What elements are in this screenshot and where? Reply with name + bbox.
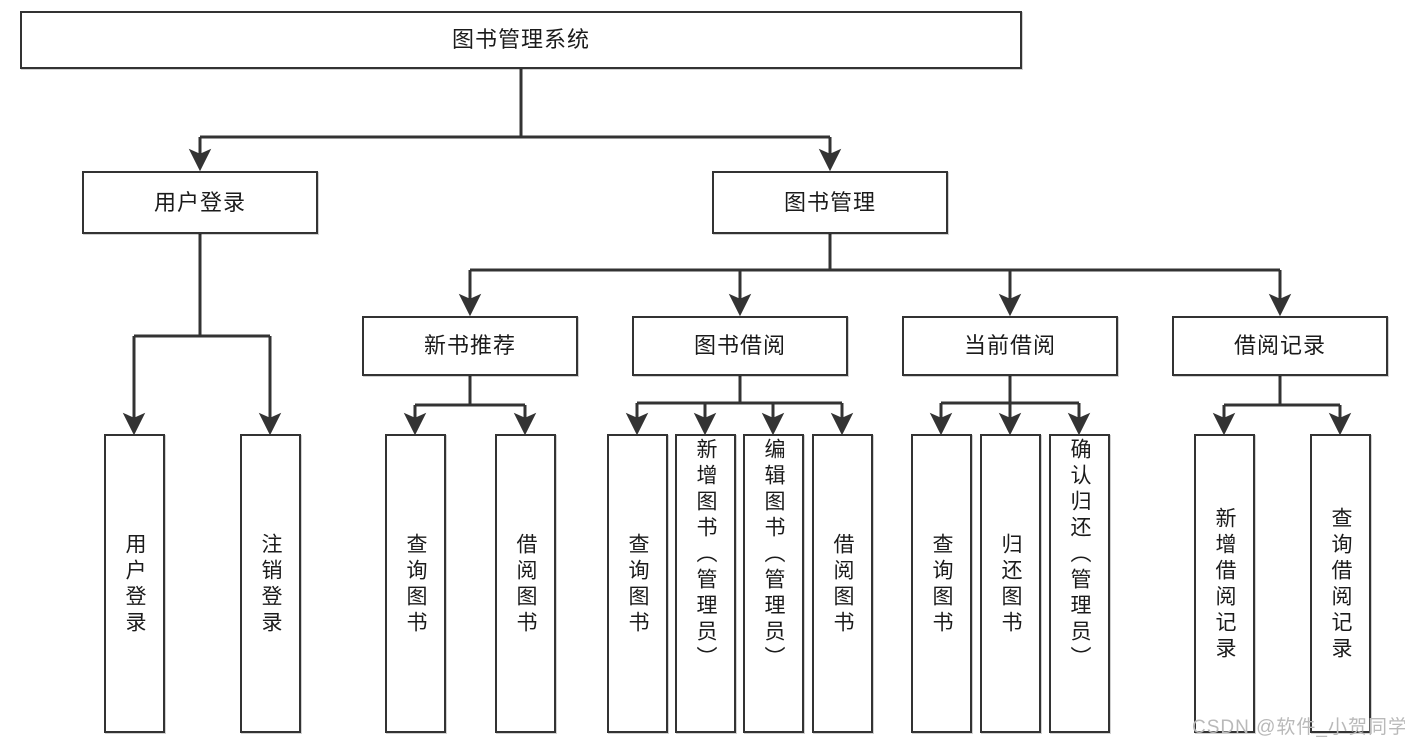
leaf-user-login-label: 用户登录 bbox=[123, 532, 146, 637]
leaf-confirm-return-admin-label: 确认归还（管理员） bbox=[1068, 438, 1091, 672]
leaf-borrow-query-book[interactable]: 查询图书 bbox=[607, 434, 668, 733]
leaf-rec-borrow-book[interactable]: 借阅图书 bbox=[495, 434, 556, 733]
node-book-borrow[interactable]: 图书借阅 bbox=[632, 316, 848, 376]
node-book-manage[interactable]: 图书管理 bbox=[712, 171, 948, 234]
leaf-return-book[interactable]: 归还图书 bbox=[980, 434, 1041, 733]
leaf-query-borrow-record-label: 查询借阅记录 bbox=[1329, 506, 1352, 663]
node-new-book-recommend[interactable]: 新书推荐 bbox=[362, 316, 578, 376]
node-root-label: 图书管理系统 bbox=[451, 27, 590, 53]
leaf-return-book-label: 归还图书 bbox=[999, 532, 1022, 637]
leaf-borrow-book-label: 借阅图书 bbox=[831, 532, 854, 637]
leaf-rec-borrow-book-label: 借阅图书 bbox=[514, 532, 537, 637]
node-current-borrow-label: 当前借阅 bbox=[963, 333, 1056, 359]
node-book-borrow-label: 图书借阅 bbox=[693, 333, 786, 359]
node-book-manage-label: 图书管理 bbox=[783, 189, 876, 215]
node-user-login[interactable]: 用户登录 bbox=[82, 171, 318, 234]
node-root[interactable]: 图书管理系统 bbox=[20, 11, 1022, 69]
node-borrow-record[interactable]: 借阅记录 bbox=[1172, 316, 1388, 376]
leaf-add-borrow-record-label: 新增借阅记录 bbox=[1213, 506, 1236, 663]
leaf-borrow-query-book-label: 查询图书 bbox=[626, 532, 649, 637]
leaf-edit-book-admin[interactable]: 编辑图书（管理员） bbox=[743, 434, 804, 733]
leaf-add-borrow-record[interactable]: 新增借阅记录 bbox=[1194, 434, 1255, 733]
node-current-borrow[interactable]: 当前借阅 bbox=[902, 316, 1118, 376]
node-new-book-recommend-label: 新书推荐 bbox=[423, 333, 516, 359]
leaf-logout-login[interactable]: 注销登录 bbox=[240, 434, 301, 733]
leaf-add-book-admin-label: 新增图书（管理员） bbox=[694, 438, 717, 672]
leaf-current-query-book-label: 查询图书 bbox=[930, 532, 953, 637]
leaf-user-login[interactable]: 用户登录 bbox=[104, 434, 165, 733]
leaf-edit-book-admin-label: 编辑图书（管理员） bbox=[762, 438, 785, 672]
leaf-borrow-book[interactable]: 借阅图书 bbox=[812, 434, 873, 733]
leaf-query-borrow-record[interactable]: 查询借阅记录 bbox=[1310, 434, 1371, 733]
leaf-rec-query-book-label: 查询图书 bbox=[404, 532, 427, 637]
leaf-logout-login-label: 注销登录 bbox=[259, 532, 282, 637]
leaf-add-book-admin[interactable]: 新增图书（管理员） bbox=[675, 434, 736, 733]
leaf-confirm-return-admin[interactable]: 确认归还（管理员） bbox=[1049, 434, 1110, 733]
node-borrow-record-label: 借阅记录 bbox=[1233, 333, 1326, 359]
leaf-current-query-book[interactable]: 查询图书 bbox=[911, 434, 972, 733]
leaf-rec-query-book[interactable]: 查询图书 bbox=[385, 434, 446, 733]
node-user-login-label: 用户登录 bbox=[153, 189, 246, 215]
